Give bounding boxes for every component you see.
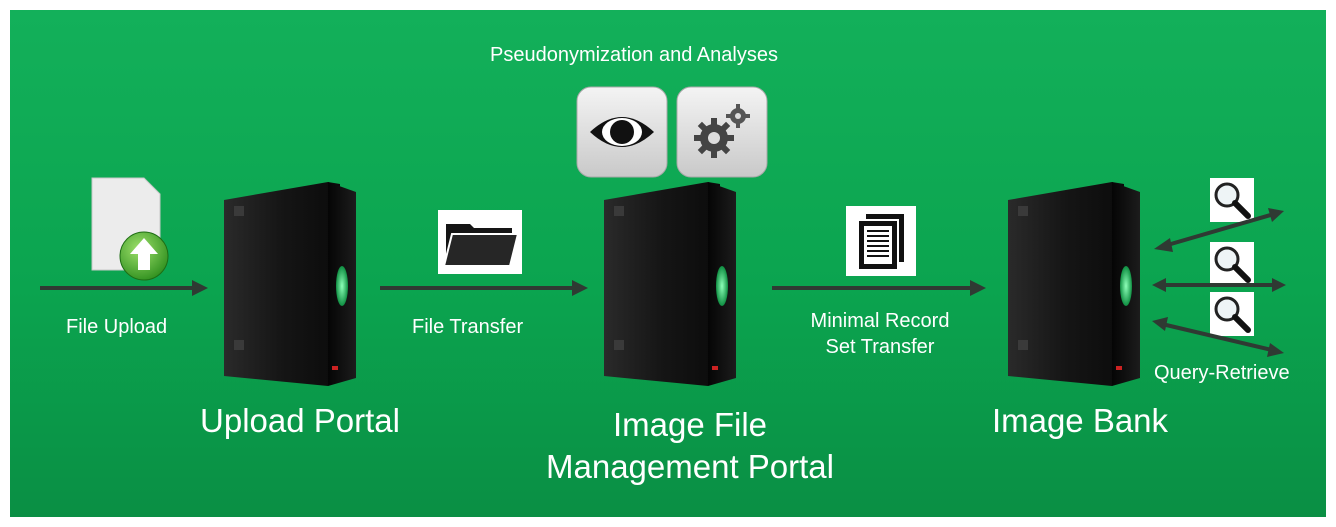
image-file-management-title: Image File Management Portal: [530, 404, 850, 488]
minimal-record-label: Minimal Record Set Transfer: [790, 308, 970, 360]
magnifier-icon: [1210, 242, 1254, 286]
image-bank-server: [1008, 182, 1140, 386]
diagram-canvas: Pseudonymization and Analyses: [10, 10, 1326, 517]
ifm-title-line2: Management Portal: [546, 448, 834, 485]
upload-portal-server: [224, 182, 356, 386]
query-arrow-top: [1163, 212, 1275, 248]
arrows-layer: [40, 208, 1286, 357]
query-arrow-bottom: [1161, 322, 1273, 352]
gears-icon: [676, 86, 768, 178]
minimal-record-line1: Minimal Record: [810, 310, 950, 332]
ifm-title-line1: Image File: [612, 406, 768, 443]
documents-icon: [846, 206, 916, 276]
pseudonymization-title: Pseudonymization and Analyses: [490, 44, 778, 66]
query-retrieve-label: Query-Retrieve: [1154, 362, 1290, 384]
file-transfer-label: File Transfer: [412, 316, 524, 338]
minimal-record-line2: Set Transfer: [825, 336, 935, 358]
document-upload-icon: [91, 177, 169, 281]
folder-icon: [438, 210, 522, 274]
magnifier-icon: [1210, 292, 1254, 336]
image-bank-title: Image Bank: [991, 402, 1169, 439]
magnifier-icon: [1210, 178, 1254, 222]
image-file-management-server: [604, 182, 736, 386]
eye-icon: [576, 86, 668, 178]
upload-portal-title: Upload Portal: [200, 402, 400, 439]
file-upload-label: File Upload: [66, 316, 168, 338]
